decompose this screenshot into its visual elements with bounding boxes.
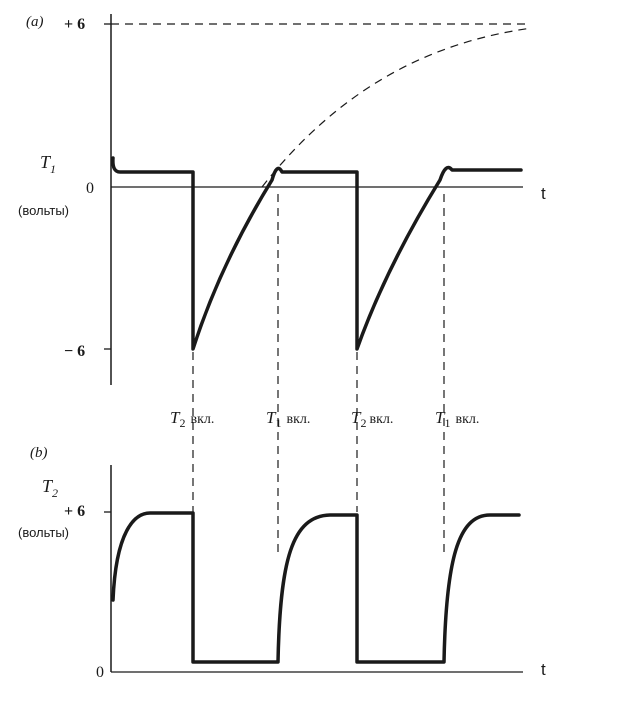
panel-a-unit-label: (вольты) bbox=[18, 203, 69, 218]
panel-a-t-label: t bbox=[541, 184, 546, 203]
panel-b: (b) T2 + 6 (вольты) 0 t bbox=[18, 445, 546, 681]
panel-a-asymptotic-charge-curve bbox=[261, 27, 533, 188]
panel-b-t2-waveform bbox=[111, 511, 521, 664]
panel-b-ytick-plus6: + 6 bbox=[64, 503, 85, 520]
panel-a-tag: (a) bbox=[26, 14, 44, 30]
panel-b-signal-label: T2 bbox=[42, 476, 58, 500]
panel-b-ytick-zero: 0 bbox=[96, 664, 104, 681]
panel-b-t-label: t bbox=[541, 660, 546, 679]
panel-a: (a) + 6 0 − 6 T1 (вольты) t bbox=[18, 14, 546, 385]
event-dashed-lines bbox=[192, 194, 445, 552]
panel-a-ytick-minus6: − 6 bbox=[64, 343, 85, 360]
panel-b-unit-label: (вольты) bbox=[18, 525, 69, 540]
panel-a-ytick-plus6: + 6 bbox=[64, 16, 85, 33]
panel-a-t1-waveform bbox=[111, 156, 523, 351]
panel-a-ytick-zero: 0 bbox=[86, 180, 94, 197]
panel-b-tag: (b) bbox=[30, 445, 48, 461]
panel-a-signal-label: T1 bbox=[40, 152, 56, 176]
